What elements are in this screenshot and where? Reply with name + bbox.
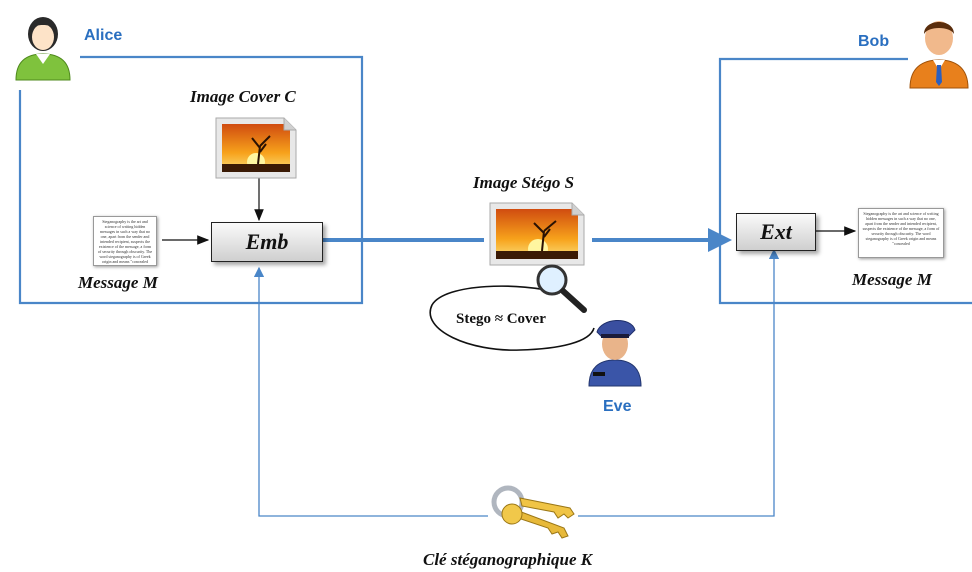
message-document-left: Steganography is the art and science of … [93,216,157,266]
eve-avatar [585,314,645,393]
stego-label: Image Stégo S [473,173,575,192]
comparison-text: Stego ≈ Cover [456,311,546,327]
cover-label: Image Cover C [190,87,296,106]
bob-label: Bob [858,33,890,50]
comparison-ellipse [429,285,595,351]
alice-frame [18,55,364,305]
alice-label: Alice [84,27,123,44]
bob-avatar [906,10,972,95]
alice-avatar [12,10,74,87]
message-document-right: Steganography is the art and science of … [858,208,944,258]
document-text-right: Steganography is the art and science of … [862,211,940,246]
document-text-left: Steganography is the art and science of … [97,219,153,264]
key-to-emb-line [253,266,488,517]
bob-frame [718,57,972,305]
message-label-left: Message M [78,273,158,292]
embed-process-box: Emb [211,222,323,262]
keys-icon [491,485,575,539]
magnifying-glass-icon [536,264,587,313]
police-officer-icon [588,320,642,387]
landscape-image-icon [489,202,585,266]
key-to-ext-line [578,248,780,517]
landscape-image-icon [215,117,297,179]
magnifier [532,262,590,319]
eve-label: Eve [603,398,632,415]
message-label-right: Message M [852,270,932,289]
cover-image [214,116,298,185]
extract-process-box: Ext [736,213,816,251]
male-user-icon [909,21,969,89]
key-label: Clé stéganographique K [423,550,593,569]
key-image [486,484,578,549]
female-user-icon [15,17,71,81]
stego-image [488,201,586,272]
